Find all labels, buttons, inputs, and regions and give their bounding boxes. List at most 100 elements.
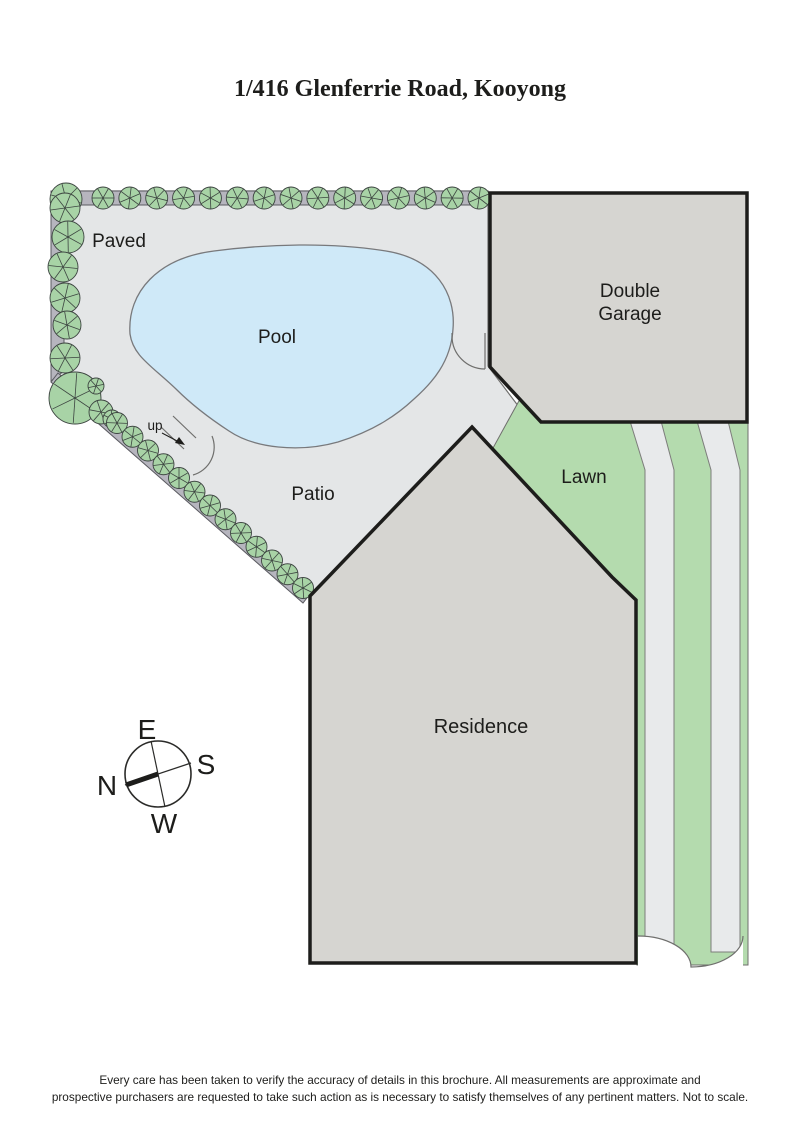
tree-branch-line: [64, 356, 80, 359]
tree-branch-line: [61, 297, 66, 313]
tree-branch-line: [96, 400, 102, 413]
tree-branch-line: [145, 440, 149, 451]
tree-branch-line: [287, 573, 295, 583]
tree-branch-line: [390, 190, 399, 199]
tree-branch-line: [262, 558, 273, 561]
tree-branch-line: [163, 462, 174, 465]
tree-branch-line: [95, 384, 104, 387]
tree-branch-line: [253, 197, 265, 202]
tree-branch-line: [129, 197, 139, 205]
tree-branch-line: [111, 413, 118, 424]
tree-branch-line: [264, 560, 273, 569]
tree-branch-line: [55, 196, 66, 209]
tree-icon: [292, 577, 314, 599]
pool-label: Pool: [258, 327, 296, 348]
tree-branch-line: [176, 189, 184, 199]
tree-branch-line: [335, 197, 345, 204]
tree-branch-line: [163, 464, 170, 473]
tree-branch-line: [200, 192, 211, 199]
tree-branch-line: [344, 192, 355, 199]
tree-branch-line: [66, 324, 70, 339]
tree-branch-line: [287, 564, 292, 575]
tree-branch-line: [59, 207, 66, 222]
tree-branch-line: [271, 552, 280, 561]
garage-label-line2: Garage: [598, 304, 661, 325]
tree-branch-line: [210, 192, 220, 199]
tree-branch-line: [178, 477, 188, 484]
tree-branch-line: [58, 357, 66, 372]
tree-branch-line: [237, 197, 248, 200]
tree-branch-line: [235, 524, 242, 534]
tree-icon: [261, 549, 283, 572]
tree-icon: [225, 186, 249, 210]
tree-branch-line: [66, 324, 80, 330]
tree-branch-line: [478, 197, 488, 205]
tree-branch-line: [425, 197, 436, 203]
tree-branch-line: [116, 422, 123, 433]
tree-icon: [306, 186, 330, 210]
tree-branch-line: [388, 197, 399, 201]
tree-branch-line: [64, 283, 69, 299]
tree-branch-line: [415, 193, 426, 199]
tree-branch-line: [470, 191, 480, 199]
tree-branch-line: [343, 197, 346, 209]
tree-branch-line: [156, 197, 161, 209]
tree-branch-line: [64, 311, 68, 326]
tree-branch-line: [97, 188, 104, 199]
tree-branch-line: [268, 550, 273, 561]
tree-branch-line: [62, 255, 72, 268]
tree-branch-line: [132, 426, 135, 437]
tree-icon: [198, 186, 222, 210]
tree-branch-line: [54, 236, 69, 246]
garage-building: [488, 191, 749, 424]
tree-branch-line: [74, 373, 78, 399]
tree-icon: [413, 186, 437, 210]
tree-icon: [333, 186, 357, 210]
tree-branch-line: [62, 266, 78, 269]
tree-branch-line: [290, 197, 294, 209]
tree-branch-line: [240, 532, 247, 542]
tree-icon: [276, 563, 299, 586]
tree-branch-line: [95, 385, 102, 392]
tree-icon: [118, 186, 142, 210]
up-arrow: [161, 432, 180, 443]
tree-branch-line: [293, 583, 304, 589]
tree-branch-line: [54, 229, 69, 238]
compass-south-label: S: [197, 749, 216, 780]
tree-icon: [49, 282, 81, 314]
tree-branch-line: [183, 187, 188, 199]
tree-branch-line: [398, 195, 409, 199]
tree-branch-line: [477, 197, 480, 209]
gate-swing-arc: [451, 335, 486, 370]
tree-branch-line: [184, 490, 195, 493]
tree-branch-line: [97, 197, 104, 208]
tree-branch-line: [283, 574, 288, 584]
tree-branch-line: [124, 430, 133, 438]
tree-branch-line: [416, 197, 426, 205]
tree-branch-line: [302, 587, 313, 593]
tree-branch-line: [451, 188, 458, 199]
tree-branch-line: [225, 519, 228, 530]
driveway-gates: [637, 935, 744, 968]
tree-branch-line: [248, 540, 257, 548]
tree-branch-line: [50, 207, 66, 211]
tree-branch-line: [156, 197, 168, 201]
tree-branch-line: [50, 357, 66, 360]
tree-branch-line: [95, 378, 99, 387]
tree-icon: [199, 494, 221, 517]
tree-branch-line: [54, 266, 64, 279]
tree-branch-line: [163, 454, 168, 465]
tree-branch-line: [62, 266, 70, 281]
garage-label-line1: Double: [600, 281, 660, 302]
tree-branch-line: [146, 195, 157, 199]
tree-branch-line: [88, 385, 97, 388]
tree-branch-line: [48, 265, 64, 268]
tree-icon: [360, 186, 384, 210]
tree-branch-line: [446, 197, 453, 208]
tree-branch-line: [128, 197, 131, 209]
tree-branch-line: [423, 187, 426, 199]
tree-branch-line: [235, 532, 242, 543]
tree-branch-line: [188, 491, 195, 501]
tree-branch-line: [67, 236, 82, 245]
